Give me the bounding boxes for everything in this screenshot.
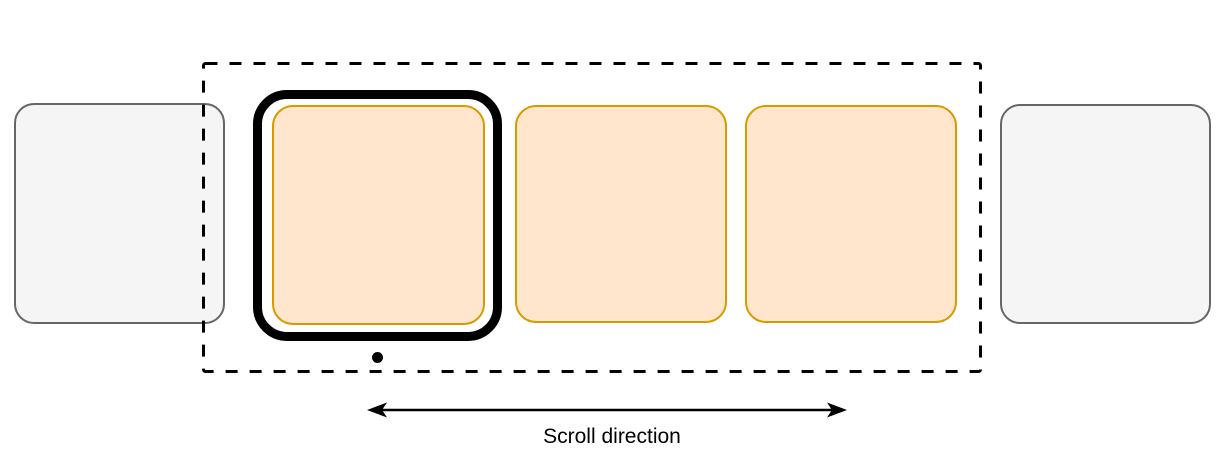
arrow-left-head-icon [367, 402, 387, 418]
offscreen-card-left [14, 103, 225, 324]
offscreen-card-right [1000, 104, 1211, 324]
carousel-card-after-next [745, 105, 957, 323]
carousel-card-visible [272, 105, 485, 325]
home-button-dot-icon [372, 352, 383, 363]
scroll-direction-label: Scroll direction [543, 425, 681, 448]
carousel-card-next [515, 105, 727, 323]
arrow-right-head-icon [827, 402, 847, 418]
